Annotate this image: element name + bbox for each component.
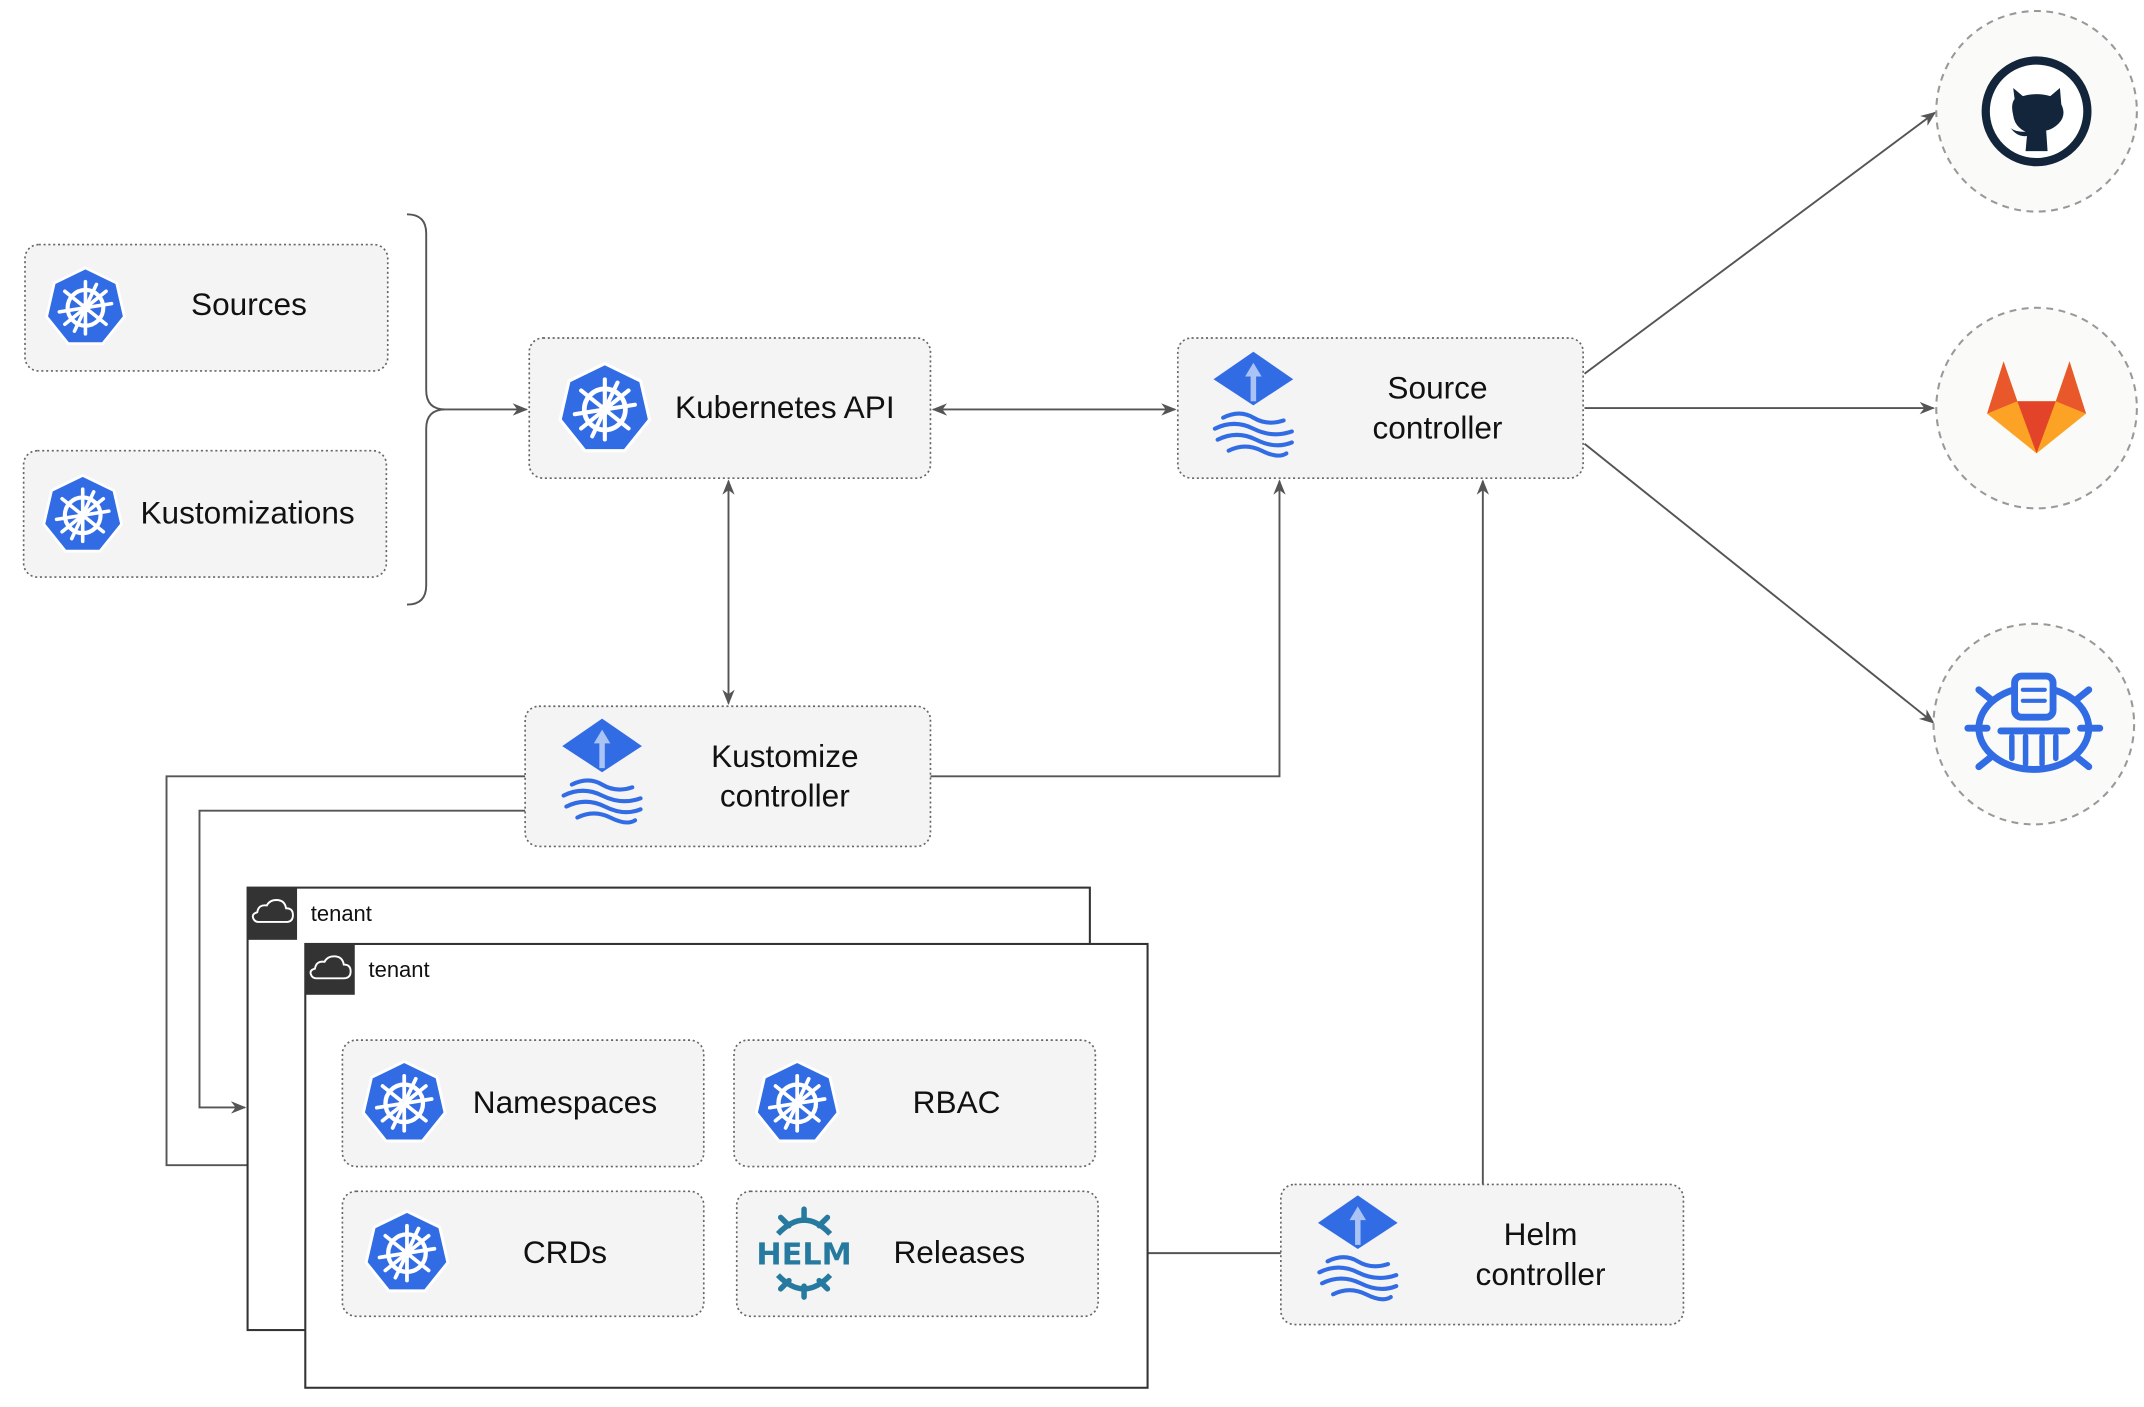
github-icon [1981, 56, 2092, 167]
node-releases[interactable]: HELM Releases [735, 1190, 1099, 1318]
node-kustomize-controller[interactable]: Kustomize controller [524, 705, 932, 848]
edge-kustomize-to-source-controller [930, 479, 1286, 778]
node-label-line1: Kustomize [711, 738, 858, 774]
bucket-storage[interactable] [1932, 622, 2136, 826]
node-label: Sources [191, 286, 307, 322]
node-label: RBAC [913, 1084, 1001, 1120]
node-label: Namespaces [473, 1084, 657, 1120]
node-source-controller[interactable]: Source controller [1176, 337, 1584, 479]
helm-icon: HELM [756, 1206, 852, 1300]
gitlab-icon [1987, 361, 2087, 454]
edge-kustomize-to-tenant-back [198, 809, 526, 1114]
node-sources[interactable]: Sources [24, 243, 389, 372]
node-namespaces[interactable]: Namespaces [341, 1039, 705, 1168]
node-crds[interactable]: CRDs [341, 1190, 705, 1318]
bucket-icon [1964, 672, 2104, 773]
node-label-line1: Helm [1504, 1216, 1578, 1252]
tenant-label: tenant [369, 957, 430, 982]
gitlab-repository[interactable] [1935, 306, 2138, 510]
node-label-line1: Source [1387, 370, 1487, 406]
helm-logo-text: HELM [756, 1237, 851, 1272]
tenant-label: tenant [311, 901, 372, 926]
node-label: Releases [893, 1234, 1025, 1270]
edge-source-to-bucket [1583, 443, 1935, 724]
node-rbac[interactable]: RBAC [733, 1039, 1097, 1168]
node-label-line2: controller [720, 778, 850, 814]
node-label-line2: controller [1476, 1256, 1606, 1292]
node-kubernetes-api[interactable]: Kubernetes API [528, 337, 932, 479]
node-label-line2: controller [1373, 409, 1503, 445]
github-repository[interactable] [1935, 9, 2138, 213]
node-label: CRDs [523, 1234, 607, 1270]
node-label: Kubernetes API [675, 389, 895, 425]
node-label: Kustomizations [140, 495, 354, 531]
node-kustomizations[interactable]: Kustomizations [22, 449, 388, 578]
edge-kustomize-to-tenant-front [165, 775, 526, 1172]
edge-source-to-github [1583, 111, 1937, 375]
grouping-brace [406, 213, 446, 606]
node-helm-controller[interactable]: Helm controller [1280, 1183, 1685, 1326]
